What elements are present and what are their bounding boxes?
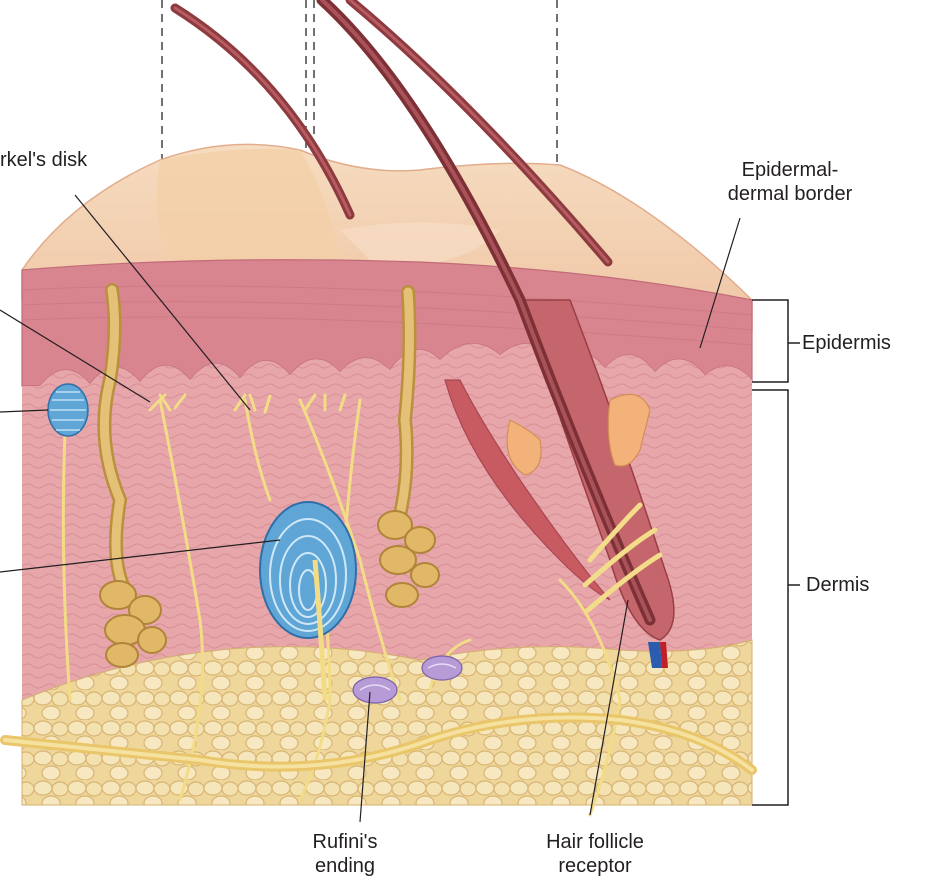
pacinian-corpuscle <box>259 501 357 701</box>
nerve-fibers <box>61 393 622 817</box>
hair-follicle-receptor-line2: receptor <box>558 855 632 877</box>
guide-lines <box>161 0 558 165</box>
rufinis-ending-label: Rufini's ending <box>290 830 400 878</box>
hair-follicle-receptor-line1: Hair follicle <box>546 831 644 853</box>
sweat-glands <box>97 283 417 597</box>
rufinis-ending-line1: Rufini's <box>312 831 378 853</box>
sebaceous-glands <box>506 393 651 476</box>
epidermal-dermal-border-label: Epidermal- dermal border <box>700 158 880 206</box>
epidermal-dermal-border-line2: dermal border <box>727 183 853 205</box>
ruffini-endings <box>352 655 463 704</box>
hair-follicle-receptor-label: Hair follicle receptor <box>510 830 680 878</box>
hair-shafts <box>170 0 656 626</box>
epidermis-label: Epidermis <box>802 332 891 354</box>
layer-brackets <box>752 299 800 806</box>
arrector-muscle <box>444 379 611 601</box>
rufinis-ending-line2: ending <box>314 855 376 877</box>
meissner-corpuscle <box>47 383 89 437</box>
merkels-disk-label: rkel's disk <box>0 149 88 171</box>
epidermal-dermal-border-line1: Epidermal- <box>741 159 839 181</box>
hair-follicle-receptor-wraps <box>582 502 663 613</box>
dermis-label: Dermis <box>806 574 870 596</box>
sweat-gland-coils <box>99 510 440 668</box>
leader-lines <box>0 194 741 823</box>
